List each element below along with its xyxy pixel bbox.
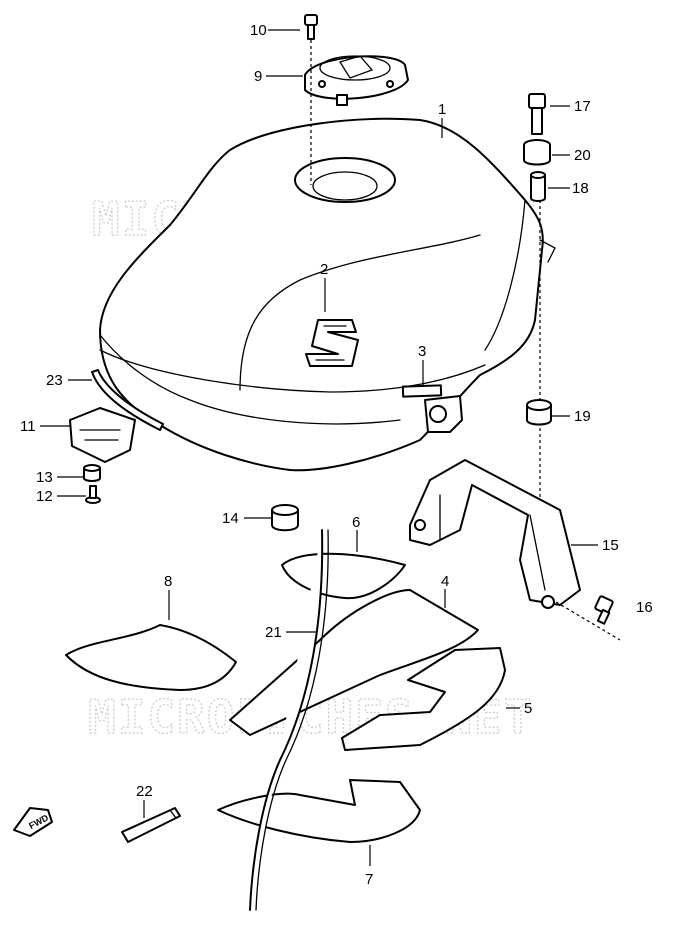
drain-hose-21: [249, 529, 324, 911]
tank-label-strip: [401, 384, 443, 398]
spacer-18: [530, 171, 546, 202]
fuel-cap: [304, 55, 409, 106]
fuel-tank: [99, 117, 556, 472]
screw-12: [85, 485, 101, 504]
bolt-16: [594, 595, 614, 625]
callout-8: 8: [164, 573, 172, 590]
callout-7: 7: [365, 871, 373, 888]
filler-neck-opening: [294, 157, 396, 203]
callout-17: 17: [574, 98, 591, 115]
callout-19: 19: [574, 408, 591, 425]
pad-8: [65, 624, 237, 691]
callout-15: 15: [602, 537, 619, 554]
callout-5: 5: [524, 700, 532, 717]
rubber-mount-19: [526, 399, 552, 426]
cushion-13: [83, 464, 101, 482]
bolt-17: [528, 93, 546, 135]
leader-lines: [40, 29, 598, 866]
callout-10: 10: [250, 22, 267, 39]
tank-bracket: [409, 459, 581, 609]
callout-21: 21: [265, 624, 282, 641]
callout-3: 3: [418, 343, 426, 360]
callout-1: 1: [438, 101, 446, 118]
callout-23: 23: [46, 372, 63, 389]
fwd-arrow: FWD: [13, 807, 53, 837]
seal-strip-23: [91, 369, 164, 431]
bump-stop-14: [271, 504, 299, 532]
callout-18: 18: [572, 180, 589, 197]
cap-bolt: [304, 14, 318, 40]
callout-6: 6: [352, 514, 360, 531]
pad-5: [341, 647, 506, 751]
callout-13: 13: [36, 469, 53, 486]
pad-7: [217, 779, 421, 843]
callout-16: 16: [636, 599, 653, 616]
callout-11: 11: [20, 418, 36, 435]
callout-14: 14: [222, 510, 239, 527]
callout-9: 9: [254, 68, 262, 85]
tank-emblem: [305, 319, 359, 367]
collar-20: [523, 139, 551, 166]
clip-11: [69, 407, 136, 463]
callout-labels: 1 2 3 4 5 6 7 8 9 10 11 12 13 14 15 16 1…: [20, 22, 653, 888]
strap-22: [121, 807, 181, 843]
pad-6: [281, 552, 406, 600]
callout-4: 4: [441, 573, 449, 590]
tank-rear-bracket: [424, 395, 463, 433]
callout-2: 2: [320, 261, 328, 278]
callout-20: 20: [574, 147, 591, 164]
callout-12: 12: [36, 488, 53, 505]
callout-22: 22: [136, 783, 153, 800]
